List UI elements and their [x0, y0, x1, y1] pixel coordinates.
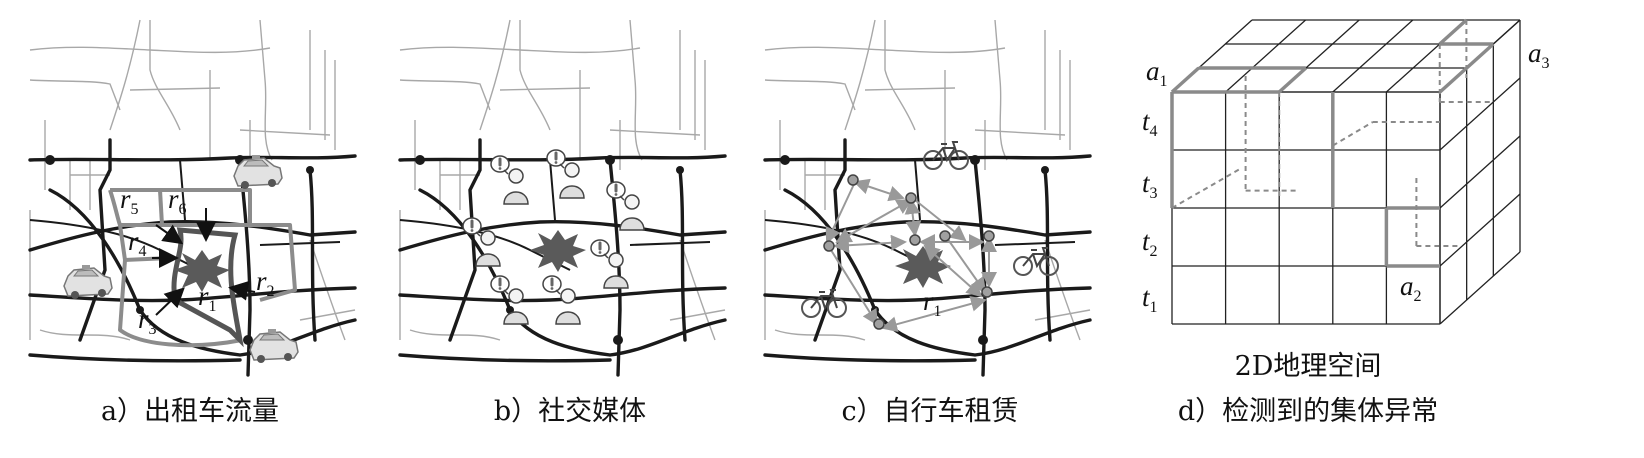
label-a3: a3: [1528, 38, 1550, 72]
region-boundaries: [108, 188, 297, 348]
space-axis-label: 2D地理空间: [1235, 351, 1382, 382]
station-dot: [847, 174, 859, 186]
label-r5: r5: [120, 184, 139, 218]
taxi-icon: [249, 328, 299, 364]
station-dot: [939, 230, 951, 242]
caption-b: b）社交媒体: [494, 396, 646, 427]
caption-c: c）自行车租赁: [841, 396, 1018, 427]
cube-grid-line: [1439, 193, 1521, 267]
anomaly-a1-outline: [1278, 66, 1308, 94]
caption-a: a）出租车流量: [101, 396, 279, 427]
caption-d: d）检测到的集体异常: [1178, 396, 1438, 427]
anomaly-a3-outline: [1438, 18, 1468, 46]
station-dot: [873, 318, 885, 330]
anomaly-a1-outline: [1170, 66, 1200, 94]
person-with-speech-bubble-icon: [461, 216, 502, 268]
panel-b-social-media: [398, 18, 727, 377]
anomaly-a1-hidden: [1171, 167, 1243, 209]
station-dot: [823, 240, 835, 252]
person-with-speech-bubble-icon: [489, 154, 530, 206]
label-r4: r4: [128, 226, 147, 260]
station-dot: [905, 192, 917, 204]
anomaly-a2-hidden: [1332, 121, 1374, 147]
panel-c-bike-rental: r1: [763, 18, 1092, 377]
station-dot: [983, 230, 995, 242]
road-map: [28, 18, 357, 377]
panel-d-anomaly-cube: [1170, 18, 1521, 325]
label-r6: r6: [168, 184, 187, 218]
label-t1: t1: [1142, 282, 1158, 316]
cube-grid-line: [1439, 77, 1521, 151]
cube-grid-line: [1332, 19, 1414, 93]
anomaly-burst-icon: [895, 246, 951, 288]
label-t2: t2: [1142, 226, 1158, 260]
cube-grid-line: [1439, 251, 1521, 325]
station-dot: [981, 286, 993, 298]
label-a2: a2: [1400, 271, 1422, 305]
region-r1-boundary: [171, 227, 244, 348]
bike-stations: [823, 174, 995, 330]
bicycle-icon: [923, 141, 969, 170]
road-map: [763, 18, 1092, 377]
anomaly-burst-icon: [530, 230, 586, 272]
bicycle-icon: [1013, 247, 1059, 276]
cube-grid-line: [1225, 19, 1307, 93]
label-r1: r1: [198, 281, 217, 315]
label-r2: r2: [256, 266, 275, 300]
label-t4: t4: [1142, 106, 1158, 140]
person-with-speech-bubble-icon: [605, 180, 646, 232]
label-r3: r3: [138, 304, 157, 338]
flow-arrows: [825, 178, 997, 333]
label-r1: r1: [923, 286, 942, 320]
station-dot: [909, 234, 921, 246]
cube-grid-line: [1439, 135, 1521, 209]
label-t3: t3: [1142, 168, 1158, 202]
panel-a-taxi-flow: r5 r6 r4 r2 r1 r3: [28, 18, 357, 377]
person-with-speech-bubble-icon: [589, 238, 630, 290]
label-a1: a1: [1146, 56, 1168, 90]
